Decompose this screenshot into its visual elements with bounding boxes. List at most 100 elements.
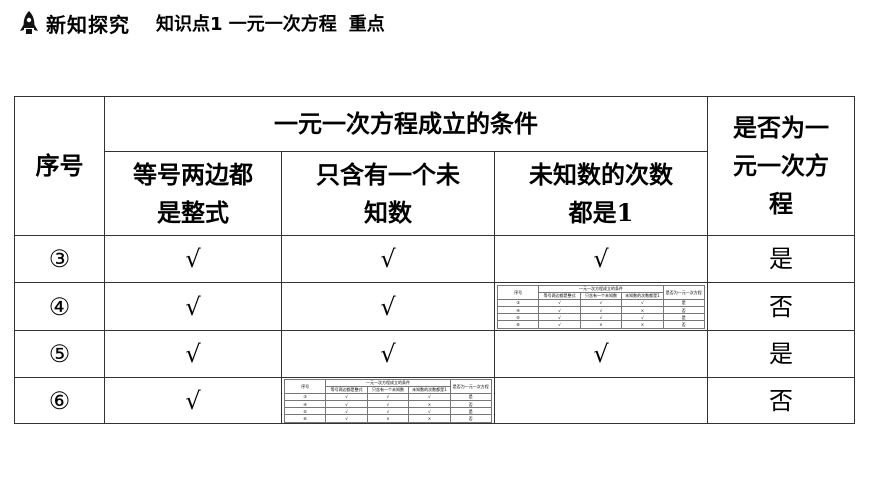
thumb-cell: 是否为一元一次方程 bbox=[449, 378, 493, 394]
thumb-cell: √ bbox=[325, 392, 368, 401]
thumb-cell: √ bbox=[366, 399, 410, 409]
thumb-cell: 是 bbox=[662, 313, 706, 322]
thumb-cell: 是 bbox=[449, 407, 493, 416]
header-condition-integral: 等号两边都 是整式 bbox=[104, 151, 282, 236]
thumb-cell: √ bbox=[579, 305, 623, 315]
header-result-line: 程 bbox=[769, 189, 794, 218]
thumb-cell: √ bbox=[621, 298, 664, 307]
header-line: 未知数的次数 bbox=[529, 159, 673, 189]
table-row: ④ √ √ 序号 一元一次方程成立的条件 是否为一元一次方程 等号两边都是整式 … bbox=[14, 282, 856, 331]
header-line: 只含有一个未 bbox=[316, 159, 460, 189]
table-header-row: 序号 一元一次方程成立的条件 是否为一 元一次方 程 bbox=[14, 96, 856, 236]
thumb-cell: × bbox=[621, 320, 664, 329]
thumb-cell: ⑤ bbox=[283, 407, 327, 416]
thumb-cell: 是 bbox=[449, 392, 493, 401]
thumb-cell: 只含有一个未知数 bbox=[579, 291, 623, 300]
table-thumbnail-cell: 序号 一元一次方程成立的条件 是否为一元一次方程 等号两边都是整式 只含有一个未… bbox=[493, 282, 709, 331]
thumb-cell: 是 bbox=[662, 298, 706, 307]
thumb-cell: 是否为一元一次方程 bbox=[662, 284, 706, 300]
thumb-cell: 等号两边都是整式 bbox=[538, 291, 581, 300]
header-index: 序号 bbox=[14, 96, 105, 236]
table-thumbnail: 序号 一元一次方程成立的条件 是否为一元一次方程 等号两边都是整式 只含有一个未… bbox=[283, 378, 493, 423]
thumb-cell: 否 bbox=[449, 414, 493, 423]
check-mark: √ bbox=[281, 330, 495, 378]
thumb-cell: 一元一次方程成立的条件 bbox=[325, 378, 451, 387]
row-result: 否 bbox=[707, 282, 856, 331]
thumb-cell: × bbox=[366, 414, 410, 423]
thumb-cell: √ bbox=[325, 407, 368, 416]
row-index: ⑥ bbox=[14, 377, 105, 424]
thumb-cell: √ bbox=[579, 313, 623, 322]
thumb-cell: 一元一次方程成立的条件 bbox=[538, 284, 664, 293]
thumb-cell: √ bbox=[579, 298, 623, 307]
header-condition-degree: 未知数的次数 都是1 bbox=[493, 151, 709, 236]
conditions-table: 序号 一元一次方程成立的条件 是否为一 元一次方 程 等号两边都 是整式 只含有… bbox=[14, 96, 856, 424]
check-mark: √ bbox=[104, 377, 282, 424]
thumb-cell: 序号 bbox=[283, 378, 327, 394]
header-condition-one-unknown: 只含有一个未 知数 bbox=[281, 151, 495, 236]
thumb-cell: √ bbox=[325, 399, 368, 409]
thumb-cell: 等号两边都是整式 bbox=[325, 385, 368, 394]
thumb-cell: × bbox=[408, 399, 451, 409]
thumb-cell: × bbox=[408, 414, 451, 423]
check-mark: √ bbox=[493, 330, 709, 378]
thumb-cell: ③ bbox=[283, 392, 327, 401]
row-result: 否 bbox=[707, 377, 856, 424]
check-mark: √ bbox=[493, 235, 709, 283]
check-mark: √ bbox=[104, 235, 282, 283]
thumb-cell: √ bbox=[538, 298, 581, 307]
thumb-cell: 未知数的次数都是1 bbox=[408, 385, 451, 394]
row-index: ⑤ bbox=[14, 330, 105, 378]
table-thumbnail: 序号 一元一次方程成立的条件 是否为一元一次方程 等号两边都是整式 只含有一个未… bbox=[496, 284, 706, 329]
thumb-cell: × bbox=[579, 320, 623, 329]
check-mark: √ bbox=[281, 235, 495, 283]
thumb-cell: √ bbox=[325, 414, 368, 423]
thumb-cell: √ bbox=[408, 392, 451, 401]
key-point-label: 重点 bbox=[348, 14, 385, 35]
thumb-cell: √ bbox=[366, 392, 410, 401]
knowledge-point-title: 知识点1 一元一次方程 bbox=[156, 14, 337, 35]
check-mark: √ bbox=[104, 330, 282, 378]
header-result: 是否为一 元一次方 程 bbox=[707, 96, 856, 236]
rocket-icon bbox=[20, 11, 38, 34]
page-header: 新知探究 知识点1 一元一次方程 重点 bbox=[18, 8, 385, 38]
thumb-cell: √ bbox=[366, 407, 410, 416]
thumb-cell: 否 bbox=[662, 305, 706, 315]
section-title: 新知探究 bbox=[46, 12, 130, 37]
header-line: 都是1 bbox=[568, 197, 634, 227]
thumb-cell: ④ bbox=[283, 399, 327, 409]
check-mark: √ bbox=[104, 282, 282, 331]
thumb-cell: √ bbox=[538, 320, 581, 329]
thumb-cell: 否 bbox=[662, 320, 706, 329]
table-row: ③ √ √ √ 是 bbox=[14, 235, 856, 283]
thumb-cell: √ bbox=[621, 313, 664, 322]
header-conditions-group: 一元一次方程成立的条件 bbox=[103, 96, 709, 152]
row-result: 是 bbox=[707, 235, 856, 283]
thumb-cell: ⑤ bbox=[496, 313, 540, 322]
table-row: ⑥ √ 序号 一元一次方程成立的条件 是否为一元一次方程 等号两边都是整式 只含… bbox=[14, 377, 856, 424]
thumb-cell: √ bbox=[408, 407, 451, 416]
thumb-cell: √ bbox=[538, 305, 581, 315]
row-index: ④ bbox=[14, 282, 105, 331]
header-line: 是整式 bbox=[157, 197, 229, 227]
row-result: 是 bbox=[707, 330, 856, 378]
thumb-cell: 序号 bbox=[496, 284, 540, 300]
row-index: ③ bbox=[14, 235, 105, 283]
thumb-cell: × bbox=[621, 305, 664, 315]
thumb-cell: 未知数的次数都是1 bbox=[621, 291, 664, 300]
thumb-cell: ④ bbox=[496, 305, 540, 315]
table-row: ⑤ √ √ √ 是 bbox=[14, 330, 856, 378]
thumb-cell: ⑥ bbox=[283, 414, 327, 423]
thumb-cell: ⑥ bbox=[496, 320, 540, 329]
header-result-line: 是否为一 bbox=[733, 113, 830, 142]
table-thumbnail-cell: 序号 一元一次方程成立的条件 是否为一元一次方程 等号两边都是整式 只含有一个未… bbox=[281, 377, 495, 424]
header-line: 等号两边都 bbox=[133, 159, 253, 189]
thumb-cell: ③ bbox=[496, 298, 540, 307]
thumb-cell: 只含有一个未知数 bbox=[366, 385, 410, 394]
empty-cell bbox=[493, 377, 709, 424]
thumb-cell: √ bbox=[538, 313, 581, 322]
header-result-line: 元一次方 bbox=[733, 151, 830, 180]
header-line: 知数 bbox=[364, 197, 412, 227]
thumb-cell: 否 bbox=[449, 399, 493, 409]
check-mark: √ bbox=[281, 282, 495, 331]
